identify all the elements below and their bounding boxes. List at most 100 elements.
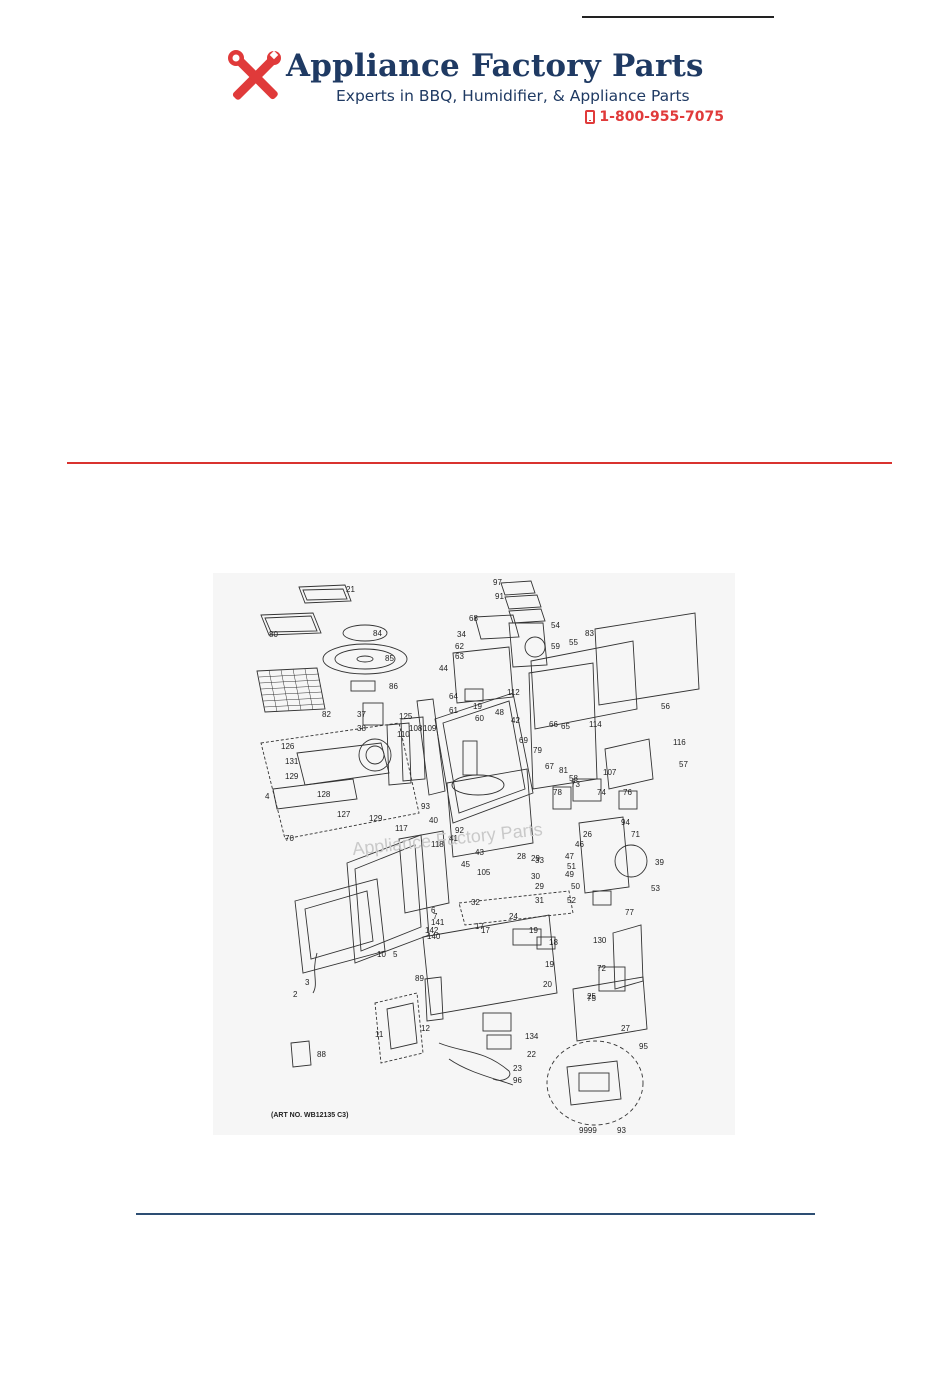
part-number-label: 63 bbox=[455, 652, 464, 661]
filter-part bbox=[264, 615, 318, 633]
part-number-label: 78 bbox=[553, 788, 562, 797]
part-number-label: 66 bbox=[549, 720, 558, 729]
filter-part bbox=[260, 612, 322, 636]
part-number-label: 11 bbox=[375, 1030, 384, 1039]
part-number-label: 41 bbox=[449, 834, 458, 843]
part-number-label: 69 bbox=[519, 736, 528, 745]
part-number-label: 82 bbox=[322, 710, 331, 719]
part-number-label: 46 bbox=[575, 840, 584, 849]
part-number-label: 67 bbox=[545, 762, 554, 771]
part-number-label: 114 bbox=[589, 720, 602, 729]
part-number-label: 40 bbox=[429, 816, 438, 825]
part-number-label: 64 bbox=[449, 692, 458, 701]
part-number-label: 129 bbox=[369, 814, 383, 823]
part-number-label: 38 bbox=[357, 724, 366, 733]
part-number-label: 93 bbox=[617, 1126, 626, 1135]
part-number-label: 33 bbox=[535, 856, 544, 865]
brand-name: Appliance Factory Parts bbox=[286, 48, 704, 84]
phone-icon bbox=[585, 110, 596, 124]
part-number-label: 142 bbox=[425, 926, 439, 935]
part-number-label: 17 bbox=[475, 922, 484, 931]
part-number-label: 27 bbox=[621, 1024, 630, 1033]
phone-number[interactable]: 1-800-955-7075 bbox=[585, 109, 724, 125]
part-number-label: 19 bbox=[545, 960, 554, 969]
part-number-label: 17 bbox=[481, 926, 490, 935]
part-number-label: 34 bbox=[457, 630, 466, 639]
part-number-label: 108 bbox=[409, 724, 423, 733]
part-number-label: 29 bbox=[535, 882, 544, 891]
part-number-label: 95 bbox=[639, 1042, 648, 1051]
part-number-label: 110 bbox=[397, 730, 410, 739]
part-number-label: 116 bbox=[673, 738, 686, 747]
part-number-label: 141 bbox=[431, 918, 445, 927]
part-number-label: 77 bbox=[625, 908, 634, 917]
part-number-label: 49 bbox=[565, 870, 574, 879]
part-number-label: 52 bbox=[567, 896, 576, 905]
part-number-label: 92 bbox=[455, 826, 464, 835]
diagram-svg: Appliance Factory Parts 2180848582861253… bbox=[213, 573, 700, 1135]
part-number-label: 25 bbox=[587, 992, 596, 1001]
part-number-label: 118 bbox=[431, 840, 444, 849]
part-number-label: 43 bbox=[475, 848, 484, 857]
part-number-label: 39 bbox=[655, 858, 664, 867]
part-number-label: 20 bbox=[543, 980, 552, 989]
filter-part bbox=[298, 584, 352, 604]
part-number-label: 22 bbox=[527, 1050, 536, 1059]
part-number-label: 92 bbox=[213, 573, 222, 575]
phone-text: 1-800-955-7075 bbox=[599, 109, 724, 125]
part-number-label: 89 bbox=[415, 974, 424, 983]
art-number: (ART NO. WB12135 C3) bbox=[271, 1112, 348, 1119]
part-number-label: 60 bbox=[475, 714, 484, 723]
part-number-label: 72 bbox=[597, 964, 606, 973]
part-number-label: 53 bbox=[651, 884, 660, 893]
part-number-label: 50 bbox=[571, 882, 580, 891]
diagram-watermark: Appliance Factory Parts bbox=[351, 819, 543, 859]
part-number-label: 81 bbox=[559, 766, 568, 775]
part-number-label: 73 bbox=[571, 780, 580, 789]
part-number-label: 125 bbox=[399, 712, 413, 721]
part-number-label: 93 bbox=[421, 802, 430, 811]
part-number-label: 3 bbox=[305, 978, 310, 987]
part-number-label: 97 bbox=[493, 578, 502, 587]
wrench-screwdriver-icon bbox=[228, 50, 281, 100]
part-number-label: 109 bbox=[423, 724, 437, 733]
part-number-label: 134 bbox=[525, 1032, 539, 1041]
part-number-label: 55 bbox=[569, 638, 578, 647]
part-number-label: 26 bbox=[583, 830, 592, 839]
part-number-label: 83 bbox=[585, 629, 594, 638]
part-number-label: 59 bbox=[551, 642, 560, 651]
part-number-label: 62 bbox=[455, 642, 464, 651]
part-number-label: 54 bbox=[551, 621, 560, 630]
part-number-label: 112 bbox=[507, 688, 520, 697]
part-number-label: 37 bbox=[357, 710, 366, 719]
part-number-label: 128 bbox=[317, 790, 331, 799]
part-number-label: 18 bbox=[549, 938, 558, 947]
part-number-label: 80 bbox=[269, 630, 278, 639]
part-number-label: 12 bbox=[421, 1024, 430, 1033]
part-number-label: 107 bbox=[603, 768, 617, 777]
part-number-label: 28 bbox=[517, 852, 526, 861]
part-number-label: 2 bbox=[293, 990, 298, 999]
part-number-label: 10 bbox=[377, 950, 386, 959]
part-number-label: 6 bbox=[431, 906, 436, 915]
part-number-label: 130 bbox=[593, 936, 607, 945]
part-number-label: 74 bbox=[597, 788, 606, 797]
part-number-label: 140 bbox=[427, 932, 441, 941]
part-number-label: 48 bbox=[495, 708, 504, 717]
top-rule bbox=[582, 16, 774, 18]
part-number-label: 47 bbox=[565, 852, 574, 861]
part-number-label: 79 bbox=[533, 746, 542, 755]
tagline: Experts in BBQ, Humidifier, & Appliance … bbox=[336, 87, 690, 105]
part-number-label: 68 bbox=[469, 614, 478, 623]
part-number-label: 7 bbox=[433, 912, 438, 921]
part-number-label: 44 bbox=[439, 664, 448, 673]
part-number-label: 58 bbox=[569, 774, 578, 783]
logo: Appliance Factory Parts Experts in BBQ, … bbox=[224, 46, 734, 132]
part-number-label: 30 bbox=[531, 872, 540, 881]
part-number-label: 70 bbox=[285, 834, 294, 843]
part-number-label: 24 bbox=[509, 912, 518, 921]
part-number-label: 88 bbox=[317, 1050, 326, 1059]
part-number-label: 117 bbox=[395, 824, 408, 833]
part-number-label: 94 bbox=[621, 818, 630, 827]
